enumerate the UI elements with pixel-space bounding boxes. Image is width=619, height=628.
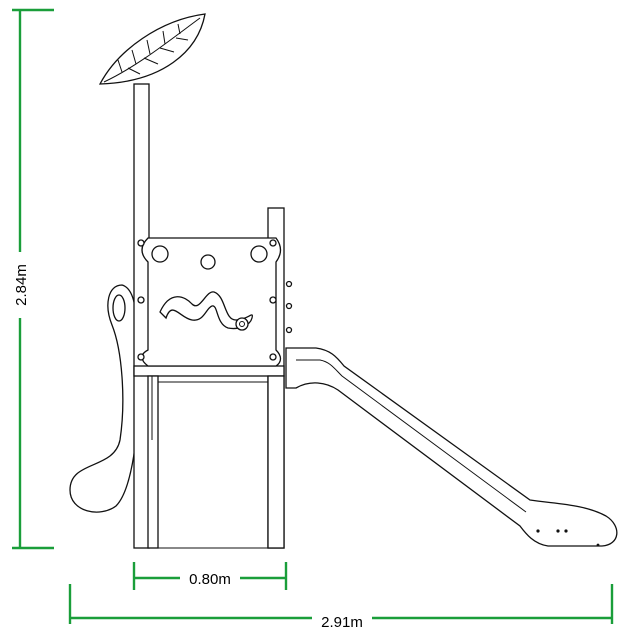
platform-frame (133, 365, 285, 549)
tall-post (133, 83, 150, 549)
panel-bolts (137, 239, 295, 376)
curved-climber-hole (112, 294, 126, 322)
slide-bolt (536, 529, 540, 533)
bolt (269, 296, 277, 304)
curved-climber-outline (69, 284, 139, 513)
curved-climber (69, 284, 139, 513)
deck (133, 365, 285, 377)
slide-bolt (564, 529, 568, 533)
slide (285, 347, 618, 547)
height-label-background (10, 252, 30, 318)
panel-hole (151, 245, 169, 263)
slide-bolt (556, 529, 560, 533)
panel-hole (250, 245, 268, 263)
leaf-icon (98, 13, 206, 85)
left-front-leg (147, 375, 159, 549)
height-dimension: 2.84m (10, 8, 54, 550)
bolt (285, 326, 293, 334)
knob (235, 317, 249, 331)
right-front-leg (267, 375, 285, 549)
width-dimension: 0.80m (132, 562, 288, 590)
leaf-veins (117, 23, 189, 75)
panel-hole (200, 254, 216, 270)
slide-edge-line (296, 359, 527, 513)
length-label: 2.91m (321, 614, 363, 628)
bolt (285, 280, 293, 288)
knob-center (239, 321, 245, 327)
leaf-midrib (103, 17, 201, 83)
bolt (137, 296, 145, 304)
leaf-post (98, 13, 206, 549)
bolt (269, 353, 277, 361)
width-label: 0.80m (189, 571, 231, 588)
bolt (137, 353, 145, 361)
width-label-background (180, 569, 240, 587)
slide-bolt (596, 543, 600, 547)
bolt (285, 302, 293, 310)
bolt (137, 239, 145, 247)
side-panel (137, 237, 295, 376)
wavy-handle (159, 291, 254, 330)
bolt (269, 239, 277, 247)
slide-chute (285, 347, 618, 547)
height-label: 2.84m (13, 264, 30, 306)
length-label-background (312, 610, 372, 628)
length-dimension: 2.91m (68, 584, 614, 628)
